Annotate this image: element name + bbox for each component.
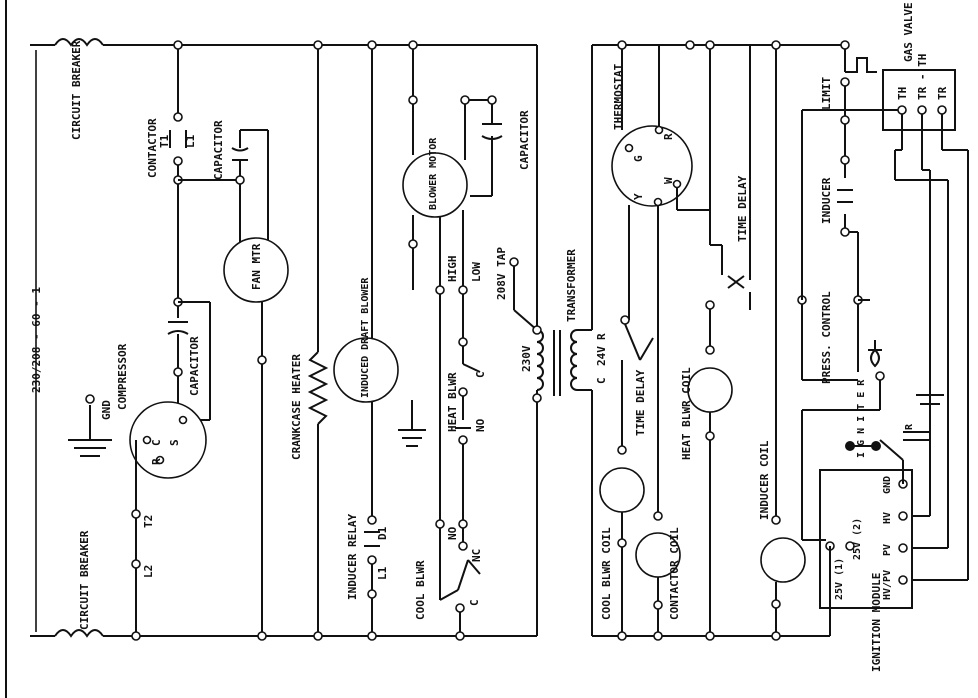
im-25v-1-label: 25V (1) xyxy=(834,558,845,600)
l1-relay-label: L1 xyxy=(376,566,389,580)
cool-blwr-no-label: NO xyxy=(446,526,459,540)
press-control-label: PRESS. CONTROL xyxy=(820,291,833,384)
inducer-label: INDUCER xyxy=(820,177,833,224)
im-pv-label: PV xyxy=(882,544,893,556)
inducer-coil-branch xyxy=(760,40,806,641)
blower-motor-label: BLOWER MOTOR xyxy=(428,137,439,210)
tap-208v-label: 208V TAP xyxy=(495,247,508,300)
im-r-label: R xyxy=(904,423,915,430)
im-hv-label: HV xyxy=(882,512,893,524)
compressor-label: COMPRESSOR xyxy=(116,343,129,410)
gv-tr-label: TR xyxy=(936,86,949,100)
compressor-c-label: C xyxy=(150,439,163,446)
gv-th-label: TH xyxy=(896,87,909,100)
thermostat-y-label: Y xyxy=(632,193,645,200)
im-igniter-label: I G N I T E R xyxy=(856,379,867,458)
contactor-coil-label: CONTACTOR COIL xyxy=(668,527,681,620)
gas-valve-label: GAS VALVE xyxy=(902,2,915,62)
cool-blower-coil xyxy=(599,467,645,513)
transformer-label: TRANSFORMER xyxy=(565,249,578,322)
cool-blwr-label: COOL BLWR xyxy=(414,560,427,620)
crankcase-heater-label: CRANKCASE HEATER xyxy=(290,354,303,460)
transformer-primary xyxy=(509,45,593,636)
t1-label: T1 xyxy=(158,134,171,148)
cool-blwr-c-label: C xyxy=(468,599,481,606)
compressor-s-label: S xyxy=(168,439,181,446)
cool-blwr-nc-label: NC xyxy=(470,549,483,562)
thermostat-r-label: R xyxy=(662,133,675,140)
circuit-breaker-top-label: CIRCUIT BREAKER xyxy=(70,40,83,140)
cool-blwr-coil-label: COOL BLWR COIL xyxy=(600,527,613,620)
ignition-module xyxy=(802,394,944,636)
heat-blwr-no-label: NO xyxy=(474,418,487,432)
circuit-breaker-bottom-label: CIRCUIT BREAKER xyxy=(78,530,91,630)
transformer-24v-label: 24V xyxy=(595,346,608,366)
heat-blower-coil xyxy=(687,367,733,413)
v230-label: 230V xyxy=(520,345,533,372)
heat-blwr-label: HEAT BLWR xyxy=(446,372,459,432)
limit-label: LIMIT xyxy=(820,77,833,110)
low-label: LOW xyxy=(470,262,483,282)
gnd-label: GND xyxy=(100,400,113,420)
supply-label: 230/208 - 60 - 1 xyxy=(30,287,43,393)
capacitor-blower-label: CAPACITOR xyxy=(518,110,531,170)
thermostat-label: THERMOSTAT xyxy=(612,63,625,130)
im-gnd-label: GND xyxy=(882,476,893,494)
l1-top-label: L1 xyxy=(184,134,197,148)
thermostat-w-label: W xyxy=(662,177,675,184)
compressor-r-label: R xyxy=(150,458,163,465)
limit-press-branch xyxy=(797,40,902,540)
time-delay-1-label: TIME DELAY xyxy=(634,369,647,436)
blower-motor-branch xyxy=(402,40,503,641)
high-label: HIGH xyxy=(446,256,459,283)
heat-blwr-coil-label: HEAT BLWR COIL xyxy=(680,367,693,460)
gas-valve xyxy=(882,69,969,581)
induced-draft-branch xyxy=(333,40,426,641)
inducer-coil xyxy=(760,537,806,583)
fan-motor-branch xyxy=(223,129,289,641)
heat-blower-coil-branch xyxy=(685,40,751,641)
inducer-coil-label: INDUCER COIL xyxy=(758,440,771,520)
thermostat xyxy=(611,125,693,207)
contactor-label: CONTACTOR xyxy=(146,118,159,178)
thermostat-branch xyxy=(599,40,710,641)
compressor-branch xyxy=(129,40,240,641)
ignition-module-label: IGNITION MODULE xyxy=(870,573,883,672)
inducer-relay-label: INDUCER RELAY xyxy=(346,514,359,600)
gv-tr-th-label: TR - TH xyxy=(916,54,929,100)
supply-line-l1 xyxy=(30,38,537,47)
capacitor-comp-label: CAPACITOR xyxy=(188,336,201,396)
l2-label: L2 xyxy=(142,565,155,578)
induced-draft-blower xyxy=(333,337,399,403)
t2-label: T2 xyxy=(142,515,155,528)
blower-motor xyxy=(402,152,468,218)
gnd-symbol xyxy=(68,394,112,457)
d1-label: D1 xyxy=(376,526,389,540)
crankcase-heater-branch xyxy=(307,40,329,641)
transformer-c-label: C xyxy=(595,377,608,384)
fan-motor xyxy=(223,237,289,303)
im-hv-pv-label: HV/PV xyxy=(882,570,893,600)
induced-draft-blower-label: INDUCED DRAFT BLOWER xyxy=(360,277,371,398)
time-delay-2-label: TIME DELAY xyxy=(736,175,749,242)
fan-mtr-label: FAN MTR xyxy=(250,243,263,290)
heat-blwr-c-label: C xyxy=(474,371,487,378)
transformer-r-label: R xyxy=(595,333,608,340)
im-25v-2-label: 25V (2) xyxy=(852,518,863,560)
thermostat-g-label: G xyxy=(632,155,645,162)
capacitor-fan-label: CAPACITOR xyxy=(212,120,225,180)
